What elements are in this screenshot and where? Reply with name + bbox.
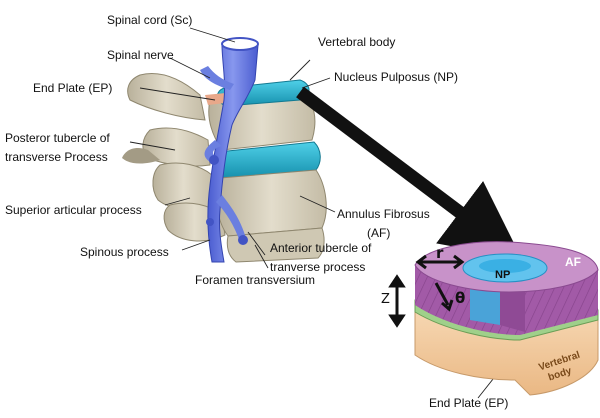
spinous-process-upper bbox=[127, 73, 206, 121]
transverse-process-left bbox=[122, 147, 160, 164]
r-arrow bbox=[415, 254, 465, 270]
nerve-root-2 bbox=[238, 235, 248, 245]
spinal-nerve-lower bbox=[216, 195, 246, 242]
label-nucleus-pulposus: Nucleus Pulposus (NP) bbox=[334, 70, 459, 84]
label-posterior-tubercle-1: Posteror tubercle of bbox=[5, 131, 110, 145]
label-spinal-nerve: Spinal nerve bbox=[107, 48, 174, 62]
nerve-root-3 bbox=[206, 218, 214, 226]
label-spinous-process: Spinous process bbox=[80, 245, 169, 259]
symbol-r: r bbox=[436, 244, 444, 262]
label-vertebral-body: Vertebral body bbox=[318, 35, 396, 49]
label-anterior-tubercle-2: tranverse process bbox=[270, 260, 366, 274]
label-foramen: Foramen transversium bbox=[195, 273, 316, 287]
label-end-plate-top: End Plate (EP) bbox=[33, 81, 113, 95]
disc-model bbox=[388, 241, 599, 396]
symbol-z: Z bbox=[381, 292, 390, 307]
label-annulus-2: (AF) bbox=[367, 226, 391, 240]
end-plate-top bbox=[205, 93, 226, 105]
magnify-arrow bbox=[296, 86, 522, 260]
model-cut-annulus bbox=[500, 280, 525, 332]
theta-arrow bbox=[434, 282, 454, 312]
spinal-nerve-middle bbox=[204, 140, 222, 162]
label-np: NP bbox=[495, 269, 511, 281]
label-posterior-tubercle-2: transverse Process bbox=[5, 150, 108, 164]
nerve-root-1 bbox=[209, 155, 219, 165]
leader-lines bbox=[129, 27, 521, 399]
spine-illustration bbox=[122, 37, 327, 263]
vertebral-body-middle bbox=[216, 169, 327, 237]
label-spinal-cord: Spinal cord (Sc) bbox=[107, 13, 193, 27]
label-superior-articular: Superior articular process bbox=[5, 203, 142, 217]
label-end-plate-bottom: End Plate (EP) bbox=[429, 396, 509, 410]
model-nucleus-core bbox=[479, 259, 531, 273]
articular-process bbox=[152, 162, 215, 210]
label-anterior-tubercle-1: Anterior tubercle of bbox=[270, 241, 372, 255]
spinal-cord bbox=[207, 40, 259, 263]
symbol-theta: θ bbox=[455, 289, 466, 307]
label-af: AF bbox=[565, 255, 581, 269]
label-annulus-1: Annulus Fibrosus bbox=[337, 207, 430, 221]
z-arrow bbox=[388, 274, 406, 328]
spinal-nerve-upper bbox=[200, 66, 234, 90]
